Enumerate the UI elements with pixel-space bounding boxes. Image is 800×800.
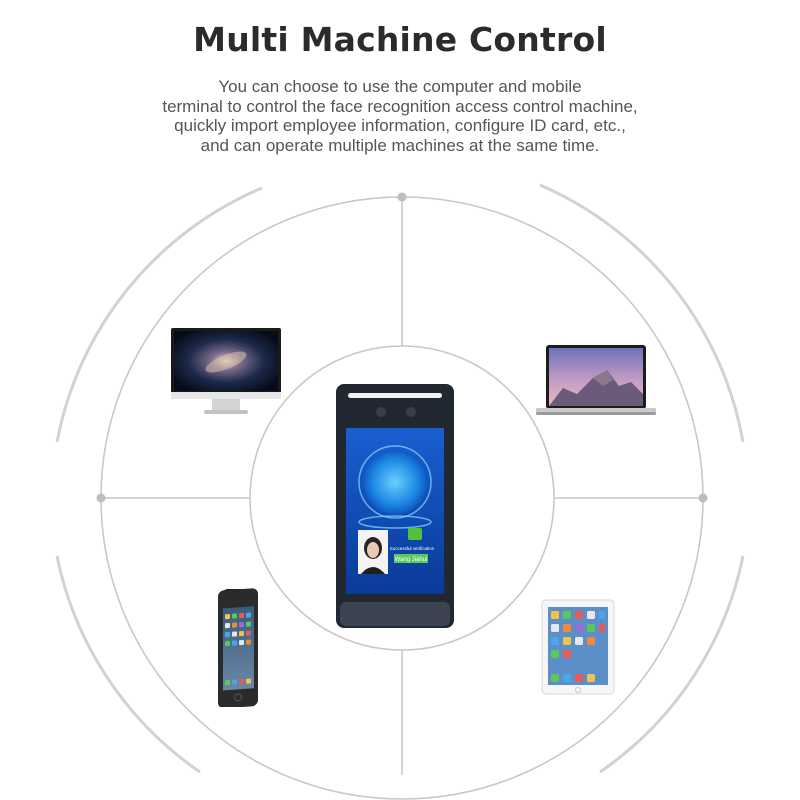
description-line: terminal to control the face recognition… — [162, 96, 638, 116]
face-terminal-icon: Successful verification Wang Jiahui — [336, 384, 454, 628]
person-name-label: Wang Jiahui — [395, 557, 428, 563]
connector-dots — [96, 192, 708, 503]
description-line: quickly import employee information, con… — [174, 116, 626, 135]
page-title: Multi Machine Control — [193, 20, 607, 59]
outer-ring-arcs — [55, 183, 745, 774]
phone-icon — [218, 588, 258, 707]
description-line: and can operate multiple machines at the… — [200, 135, 600, 155]
verification-status: Successful verification — [390, 546, 435, 551]
monitor-icon — [171, 328, 281, 414]
description-line: You can choose to use the computer and m… — [218, 77, 582, 96]
description-text: You can choose to use the computer and m… — [0, 77, 800, 155]
divider-lines — [101, 197, 703, 775]
tablet-icon — [541, 599, 615, 695]
laptop-icon — [536, 345, 656, 415]
